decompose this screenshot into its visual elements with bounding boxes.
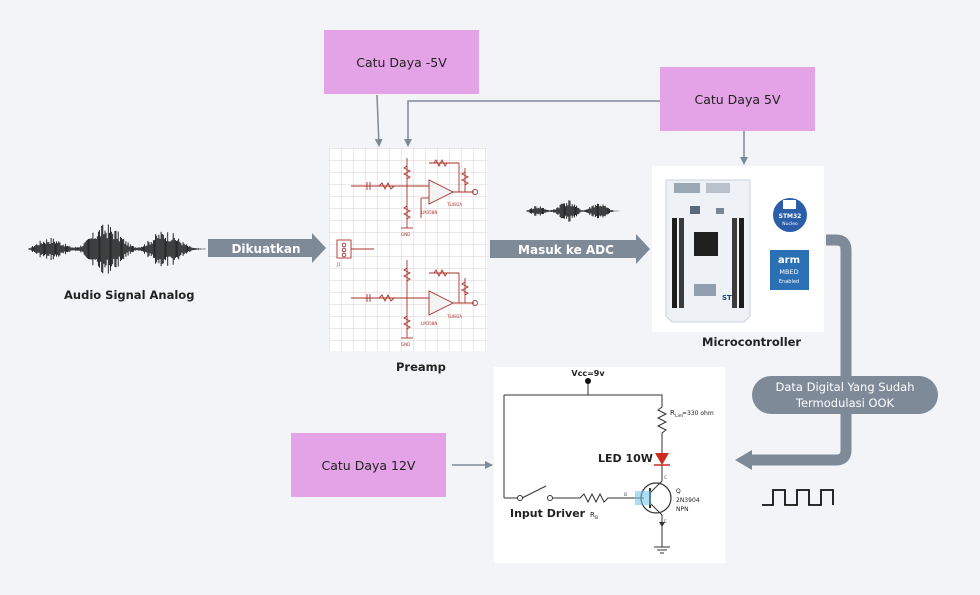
preamp-circuit: LM358N TL081A LM358N TL081A GND GND J1	[336, 158, 478, 347]
driver-circuit: Vcc=9v R Lim =330 ohm LED 10W Q 2N3904 N…	[503, 369, 714, 554]
enabled-text: Enabled	[779, 279, 799, 285]
micro-board-panel: ST STM32 Nucleo arm MBED Enabled	[652, 166, 824, 332]
pin-e-label: E	[664, 519, 667, 525]
psu-plus5v: Catu Daya 5V	[660, 67, 815, 131]
led-icon	[655, 453, 669, 465]
arrow-digital-head	[735, 450, 752, 470]
vcc-label: Vcc=9v	[571, 369, 605, 378]
u1a-label: TL081A	[446, 202, 462, 207]
q-type-label: NPN	[676, 506, 689, 513]
vcc-node	[585, 378, 591, 384]
stm32-text: STM32	[779, 213, 802, 220]
arrow-to-adc: Masuk ke ADC	[490, 234, 650, 264]
arrow-amplified: Dikuatkan	[208, 233, 326, 263]
opamp-top-label: LM358N	[421, 210, 437, 215]
arrow-to-adc-label: Masuk ke ADC	[518, 243, 614, 257]
gnd1-label: GND	[401, 232, 410, 237]
base-highlight	[635, 491, 651, 505]
opamp-bot-label: LM358N	[421, 321, 437, 326]
input-driver-label: Input Driver	[510, 507, 586, 520]
preamp-caption: Preamp	[396, 360, 446, 374]
svg-text:ST: ST	[722, 294, 732, 302]
square-wave-icon	[762, 489, 834, 506]
pill-line-2: Termodulasi OOK	[795, 396, 895, 410]
pin-c-label: C	[664, 475, 667, 481]
pill-line-1: Data Digital Yang Sudah	[775, 380, 914, 394]
arrow-digital-path	[752, 234, 852, 466]
rb-label: R	[590, 511, 595, 519]
arrow-amplified-label: Dikuatkan	[231, 242, 300, 256]
audio-waveform-icon	[28, 224, 206, 274]
rb-sub: B	[595, 515, 598, 521]
mbed-text: MBED	[779, 268, 798, 276]
wire-plus5v-preamp	[404, 100, 660, 147]
psu-minus5v: Catu Daya -5V	[324, 30, 479, 94]
adc-waveform-icon	[526, 200, 620, 222]
psu-minus5v-label: Catu Daya -5V	[356, 54, 447, 70]
audio-caption: Audio Signal Analog	[64, 288, 195, 302]
q-label: Q	[676, 488, 681, 495]
driver-circuit-panel: Vcc=9v R Lim =330 ohm LED 10W Q 2N3904 N…	[494, 367, 725, 563]
psu-plus5v-label: Catu Daya 5V	[694, 91, 781, 107]
preamp-schematic: LM358N TL081A LM358N TL081A GND GND J1	[329, 148, 487, 351]
nucleo-board: ST STM32 Nucleo arm MBED Enabled	[665, 179, 809, 323]
j1-label: J1	[336, 262, 341, 267]
led-label: LED 10W	[598, 452, 653, 465]
psu-plus12v: Catu Daya 12V	[291, 433, 446, 497]
stm32-logo: STM32 Nucleo	[773, 198, 807, 232]
rlim-value: =330 ohm	[682, 410, 714, 417]
rlim-label: R	[670, 409, 675, 417]
pin-b-label: B	[624, 492, 627, 498]
u1b-label: TL081A	[446, 314, 462, 319]
rlim-sub: Lim	[675, 413, 683, 419]
nucleo-text: Nucleo	[782, 221, 798, 227]
arm-mbed-logo: arm MBED Enabled	[770, 250, 809, 290]
wire-minus5v-preamp	[374, 94, 383, 147]
q-part-label: 2N3904	[676, 497, 700, 504]
psu-plus12v-label: Catu Daya 12V	[321, 457, 416, 473]
arm-text: arm	[778, 255, 800, 266]
pill-digital-data: Data Digital Yang Sudah Termodulasi OOK	[752, 376, 938, 414]
micro-caption: Microcontroller	[702, 335, 802, 349]
gnd2-label: GND	[401, 342, 410, 347]
